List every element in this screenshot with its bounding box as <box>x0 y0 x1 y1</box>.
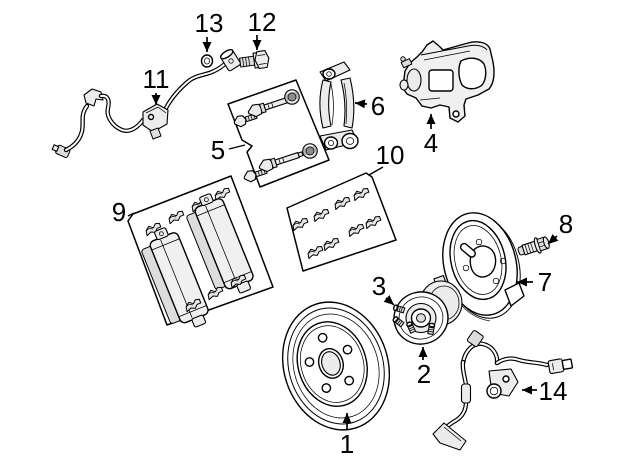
callout-14[interactable]: 14 <box>522 376 567 406</box>
callout-6-arrow <box>354 99 368 109</box>
guide-pin-kit-box <box>227 79 330 188</box>
hub-bearing-assembly <box>391 274 463 345</box>
callout-4-label[interactable]: 4 <box>424 128 438 158</box>
callout-12-label[interactable]: 12 <box>248 7 277 37</box>
brake-pad-kit-box <box>127 175 274 337</box>
abs-wheel-speed-sensor <box>432 330 574 451</box>
callout-9-label[interactable]: 9 <box>112 197 126 227</box>
brake-caliper <box>399 40 495 123</box>
callout-13-label[interactable]: 13 <box>195 8 224 38</box>
sensor-connector-bracket <box>142 103 169 140</box>
callout-2-label[interactable]: 2 <box>417 359 431 389</box>
caliper-bracket <box>319 61 359 151</box>
callout-3[interactable]: 3 <box>372 271 395 306</box>
splash-shield <box>442 212 525 322</box>
callout-10-leader <box>368 166 384 176</box>
callout-11[interactable]: 11 <box>143 64 170 105</box>
brake-hose-assembly <box>51 49 270 158</box>
shield-bolt <box>517 236 550 256</box>
callout-4[interactable]: 4 <box>424 114 438 158</box>
callout-7-label[interactable]: 7 <box>538 267 552 297</box>
callout-7[interactable]: 7 <box>517 267 552 297</box>
sensor-mount-bracket <box>486 368 519 399</box>
banjo-fitting <box>219 49 241 72</box>
callout-5[interactable]: 5 <box>211 135 246 165</box>
callout-5-label[interactable]: 5 <box>211 135 225 165</box>
callout-1[interactable]: 1 <box>340 413 354 459</box>
callout-3-arrow <box>383 295 395 306</box>
sensor-grommet <box>466 330 484 348</box>
callout-3-label[interactable]: 3 <box>372 271 386 301</box>
washer-seal <box>200 54 214 68</box>
callout-8-label[interactable]: 8 <box>559 209 573 239</box>
callout-9-leader <box>127 212 135 217</box>
callout-14-label[interactable]: 14 <box>539 376 568 406</box>
callout-10[interactable]: 10 <box>368 140 405 176</box>
callout-10-label[interactable]: 10 <box>376 140 405 170</box>
callout-12[interactable]: 12 <box>248 7 277 50</box>
wire-ferrule <box>460 383 472 404</box>
sensor-connector <box>547 358 574 375</box>
sensor-tip-bracket <box>432 422 467 451</box>
callout-9[interactable]: 9 <box>112 197 135 227</box>
callout-6-label[interactable]: 6 <box>371 91 385 121</box>
callout-13[interactable]: 13 <box>195 8 224 52</box>
callout-5-leader <box>228 144 246 150</box>
callout-8-arrow <box>547 233 559 245</box>
callout-6[interactable]: 6 <box>354 91 385 121</box>
callout-11-label[interactable]: 11 <box>143 64 170 94</box>
callout-1-label[interactable]: 1 <box>340 429 354 459</box>
brake-rotor <box>281 301 391 431</box>
clip-kit-box <box>286 172 397 272</box>
callout-2[interactable]: 2 <box>417 347 431 389</box>
callout-8[interactable]: 8 <box>547 209 573 245</box>
callouts: 1 2 3 4 5 6 7 8 <box>112 7 573 459</box>
banjo-bolt <box>239 49 270 70</box>
